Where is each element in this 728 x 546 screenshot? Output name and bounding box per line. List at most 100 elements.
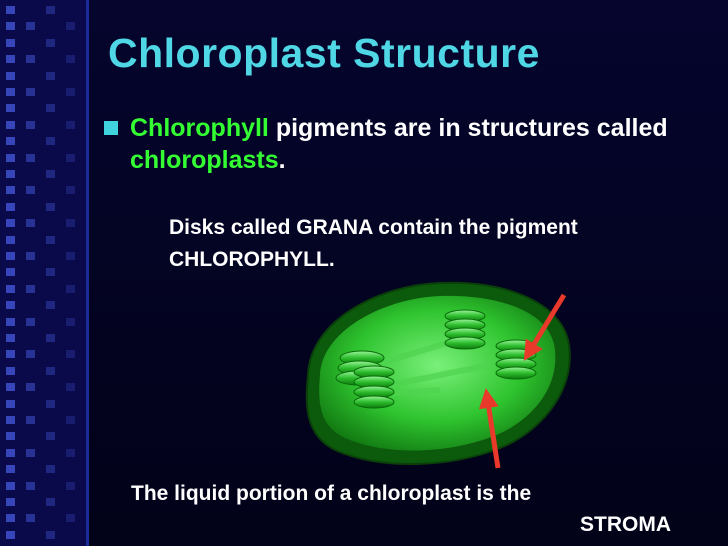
decorative-square [66,55,75,64]
decorative-square [66,88,75,96]
decorative-square [6,235,15,244]
decorative-square [46,334,55,342]
granum-stack-top [444,309,486,350]
decorative-square [46,465,55,474]
decorative-square [6,366,15,375]
decorative-square [6,399,15,408]
decorative-square [6,514,15,523]
grana-line-2: CHLOROPHYLL. [169,248,335,271]
decorative-square [6,317,15,326]
decorative-square [6,22,15,31]
decorative-square [26,416,35,424]
decorative-square [46,399,55,408]
decorative-square [6,219,15,228]
decorative-square [46,38,55,47]
decorative-square [26,120,35,129]
decorative-square [26,317,35,326]
decorative-square [6,88,15,96]
decorative-square [6,55,15,64]
decorative-square [66,284,75,293]
decorative-square [6,465,15,474]
decorative-square [66,219,75,228]
decorative-square [6,268,15,277]
decorative-square [6,252,15,260]
grana-description: Disks called GRANA contain the pigment C… [169,212,728,276]
decorative-square [66,317,75,326]
decorative-square [46,104,55,113]
decorative-square [26,350,35,359]
decorative-square [26,252,35,260]
slide-title: Chloroplast Structure [108,30,540,76]
decorative-square [66,186,75,195]
bullet-text-end: . [278,146,286,174]
decorative-square [6,498,15,506]
strip-divider [86,0,89,546]
decorative-square [66,514,75,523]
stroma-caption-line-2: STROMA [580,513,671,536]
decorative-square [6,38,15,47]
decorative-square [6,334,15,342]
decorative-square [66,448,75,457]
decorative-strip [0,0,86,546]
decorative-square [46,202,55,211]
decorative-square [26,448,35,457]
decorative-square [6,170,15,178]
decorative-square [66,252,75,260]
decorative-square [66,383,75,392]
stroma-arrow-icon [478,388,501,469]
decorative-square [26,284,35,293]
decorative-square [66,350,75,359]
granum-stack-center-left [353,365,395,409]
decorative-square [46,366,55,375]
decorative-square [46,6,55,14]
decorative-square [6,350,15,359]
decorative-square [66,22,75,31]
decorative-square [46,432,55,441]
decorative-square [26,481,35,490]
decorative-square [6,530,15,539]
decorative-square [6,71,15,80]
decorative-square [26,219,35,228]
decorative-square [66,153,75,162]
decorative-square [6,6,15,14]
bullet-text: Chlorophyll pigments are in structures c… [130,112,690,176]
decorative-square [6,383,15,392]
decorative-square [26,514,35,523]
decorative-square [26,22,35,31]
stroma-caption-line-1: The liquid portion of a chloroplast is t… [131,482,532,505]
decorative-square [26,88,35,96]
decorative-square [66,481,75,490]
decorative-square [66,416,75,424]
decorative-square [6,137,15,146]
decorative-square [46,498,55,506]
stroma-caption: The liquid portion of a chloroplast is t… [131,478,671,540]
decorative-square [46,170,55,178]
decorative-square [46,530,55,539]
decorative-square [6,301,15,310]
decorative-square [46,301,55,310]
chlorophyll-term: Chlorophyll [130,114,269,142]
decorative-square [6,104,15,113]
granum-stack-right [495,339,537,380]
bullet-square-icon [104,121,118,135]
bullet-text-middle: pigments are in structures called [268,114,668,142]
decorative-square [66,120,75,129]
decorative-square [6,432,15,441]
grana-arrow-icon [523,293,567,361]
decorative-square [26,383,35,392]
chloroplast-diagram [305,281,571,469]
grana-line-1: Disks called GRANA contain the pigment [169,216,578,239]
chloroplasts-term: chloroplasts [130,146,279,174]
decorative-square [6,186,15,195]
decorative-square [26,153,35,162]
decorative-square [46,268,55,277]
decorative-square [6,153,15,162]
decorative-square [46,71,55,80]
decorative-square [26,55,35,64]
decorative-square [6,284,15,293]
decorative-square [6,120,15,129]
decorative-square [6,448,15,457]
decorative-square [46,137,55,146]
decorative-square [6,202,15,211]
